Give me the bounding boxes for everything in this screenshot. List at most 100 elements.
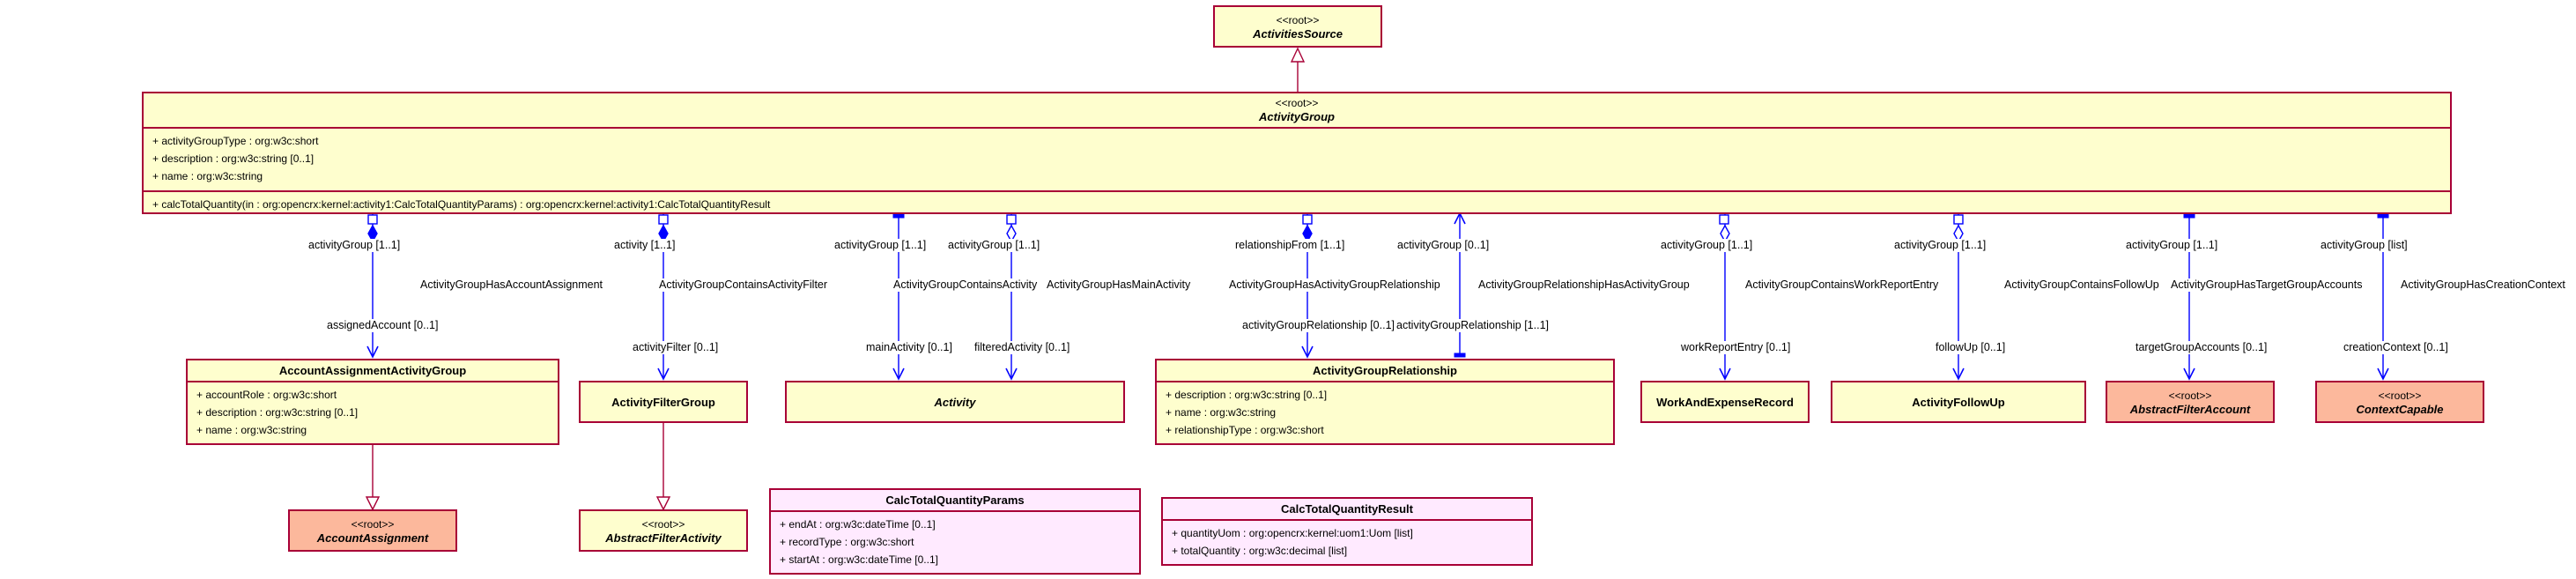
class-name: WorkAndExpenseRecord xyxy=(1656,396,1794,409)
generalization-arrowhead xyxy=(655,496,671,511)
class-calc-total-quantity-result[interactable]: CalcTotalQuantityResult + quantityUom : … xyxy=(1161,497,1533,566)
class-context-capable[interactable]: <<root>> ContextCapable xyxy=(2315,381,2484,423)
attribute: + startAt : org:w3c:dateTime [0..1] xyxy=(780,553,938,566)
association-source-role: activity [1..1] xyxy=(614,239,676,252)
association-source-role: activityGroup [1..1] xyxy=(1894,239,1987,252)
stereotype-label: <<root>> xyxy=(2378,390,2422,402)
class-name: ActivitiesSource xyxy=(1253,27,1343,41)
association-name: ActivityGroupRelationshipHasActivityGrou… xyxy=(1478,278,1690,292)
attribute: + name : org:w3c:string xyxy=(1166,406,1277,419)
qualifier-filled xyxy=(2377,213,2389,219)
association-name: ActivityGroupContainsActivity xyxy=(893,278,1038,292)
stereotype-label: <<root>> xyxy=(1275,97,1319,109)
class-calc-total-quantity-params[interactable]: CalcTotalQuantityParams + endAt : org:w3… xyxy=(769,488,1141,575)
operation-list: + calcTotalQuantity(in : org:opencrx:ker… xyxy=(144,190,2450,215)
attribute: + name : org:w3c:string xyxy=(196,424,307,436)
class-abstract-filter-activity[interactable]: <<root>> AbstractFilterActivity xyxy=(579,509,748,552)
association-target-role: targetGroupAccounts [0..1] xyxy=(2136,341,2268,354)
qualifier-filled xyxy=(2183,213,2195,219)
association-name: ActivityGroupHasCreationContext xyxy=(2401,278,2565,292)
stereotype-label: <<root>> xyxy=(641,518,685,531)
attribute: + quantityUom : org:opencrx:kernel:uom1:… xyxy=(1172,527,1413,539)
attribute-list: + activityGroupType : org:w3c:short + de… xyxy=(144,127,2450,187)
qualifier-box xyxy=(1302,214,1313,225)
class-name: CalcTotalQuantityResult xyxy=(1280,502,1413,516)
navigability-arrow xyxy=(1719,367,1731,381)
association-target-role: creationContext [0..1] xyxy=(2343,341,2448,354)
class-activity-filter-group[interactable]: ActivityFilterGroup xyxy=(579,381,748,423)
navigability-arrow xyxy=(2183,367,2195,381)
attribute-list: + endAt : org:w3c:dateTime [0..1] + reco… xyxy=(771,510,1139,570)
association-target-role: activityGroupRelationship [0..1] xyxy=(1242,319,1395,332)
association-target-role: activityGroupRelationship [1..1] xyxy=(1396,319,1550,332)
association-source-role: relationshipFrom [1..1] xyxy=(1235,239,1345,252)
navigability-arrow xyxy=(657,367,670,381)
stereotype-label: <<root>> xyxy=(2168,390,2212,402)
qualifier-box xyxy=(1953,214,1964,225)
class-name: AccountAssignment xyxy=(316,531,429,545)
association-target-role: followUp [0..1] xyxy=(1936,341,2006,354)
attribute: + name : org:w3c:string xyxy=(152,170,263,182)
association-source-role: activityGroup [1..1] xyxy=(834,239,927,252)
association-target-role: workReportEntry [0..1] xyxy=(1681,341,1791,354)
navigability-arrow xyxy=(892,367,905,381)
association-source-role: activityGroup [1..1] xyxy=(2126,239,2218,252)
class-work-and-expense-record[interactable]: WorkAndExpenseRecord xyxy=(1640,381,1810,423)
class-name: CalcTotalQuantityParams xyxy=(885,494,1025,507)
navigability-arrow xyxy=(1005,367,1018,381)
class-activity-follow-up[interactable]: ActivityFollowUp xyxy=(1831,381,2086,423)
association-name: ActivityGroupContainsFollowUp xyxy=(2004,278,2159,292)
attribute: + description : org:w3c:string [0..1] xyxy=(1166,389,1328,401)
association-name: ActivityGroupContainsActivityFilter xyxy=(659,278,828,292)
attribute-list: + accountRole : org:w3c:short + descript… xyxy=(188,381,558,441)
stereotype-label: <<root>> xyxy=(1276,14,1320,26)
association-name: ActivityGroupHasAccountAssignment xyxy=(420,278,603,292)
class-activity[interactable]: Activity xyxy=(785,381,1125,423)
association-name: ActivityGroupHasTargetGroupAccounts xyxy=(2171,278,2363,292)
operation: + calcTotalQuantity(in : org:opencrx:ker… xyxy=(152,198,771,211)
class-account-assignment[interactable]: <<root>> AccountAssignment xyxy=(288,509,457,552)
association-target-role: filteredActivity [0..1] xyxy=(974,341,1070,354)
attribute: + relationshipType : org:w3c:short xyxy=(1166,424,1324,436)
class-name: ActivityGroupRelationship xyxy=(1313,364,1457,377)
association-source-role: activityGroup [1..1] xyxy=(1661,239,1753,252)
attribute: + accountRole : org:w3c:short xyxy=(196,389,337,401)
association-target-role: activityFilter [0..1] xyxy=(633,341,719,354)
generalization-arrowhead xyxy=(1290,47,1306,63)
association-source-role: activityGroup [0..1] xyxy=(1397,239,1490,252)
generalization-arrowhead xyxy=(365,496,381,511)
association-target-role: assignedAccount [0..1] xyxy=(327,319,439,332)
class-name: ActivityFollowUp xyxy=(1912,396,2005,409)
navigability-arrow xyxy=(1301,345,1314,359)
class-account-assignment-activity-group[interactable]: AccountAssignmentActivityGroup + account… xyxy=(186,359,559,445)
qualifier-box xyxy=(658,214,669,225)
class-name: ActivityFilterGroup xyxy=(611,396,715,409)
association-source-role: activityGroup [1..1] xyxy=(308,239,401,252)
association-source-role: activityGroup [1..1] xyxy=(948,239,1040,252)
class-activity-group-relationship[interactable]: ActivityGroupRelationship + description … xyxy=(1155,359,1615,445)
attribute: + endAt : org:w3c:dateTime [0..1] xyxy=(780,518,936,531)
attribute: + description : org:w3c:string [0..1] xyxy=(152,152,315,165)
class-name: AbstractFilterAccount xyxy=(2129,403,2251,416)
navigability-arrow xyxy=(1952,367,1965,381)
stereotype-label: <<root>> xyxy=(351,518,395,531)
qualifier-box xyxy=(1719,214,1729,225)
class-activities-source[interactable]: <<root>> ActivitiesSource xyxy=(1213,5,1382,48)
qualifier-box xyxy=(367,214,378,225)
class-name: AccountAssignmentActivityGroup xyxy=(278,364,467,377)
association-name: ActivityGroupContainsWorkReportEntry xyxy=(1745,278,1939,292)
class-name: AbstractFilterActivity xyxy=(605,531,722,545)
association-name: ActivityGroupHasMainActivity xyxy=(1047,278,1191,292)
attribute-list: + description : org:w3c:string [0..1] + … xyxy=(1157,381,1613,441)
navigability-arrow xyxy=(2377,367,2389,381)
association-end-marker xyxy=(1454,353,1466,358)
class-activity-group[interactable]: <<root>> ActivityGroup + activityGroupTy… xyxy=(142,92,2452,214)
class-name: ContextCapable xyxy=(2356,403,2444,416)
association-target-role: mainActivity [0..1] xyxy=(866,341,952,354)
qualifier-box xyxy=(1006,214,1017,225)
class-abstract-filter-account[interactable]: <<root>> AbstractFilterAccount xyxy=(2106,381,2275,423)
class-name: Activity xyxy=(934,396,976,409)
attribute: + totalQuantity : org:w3c:decimal [list] xyxy=(1172,545,1348,557)
attribute-list: + quantityUom : org:opencrx:kernel:uom1:… xyxy=(1163,519,1531,561)
association-name: ActivityGroupHasActivityGroupRelationshi… xyxy=(1229,278,1440,292)
